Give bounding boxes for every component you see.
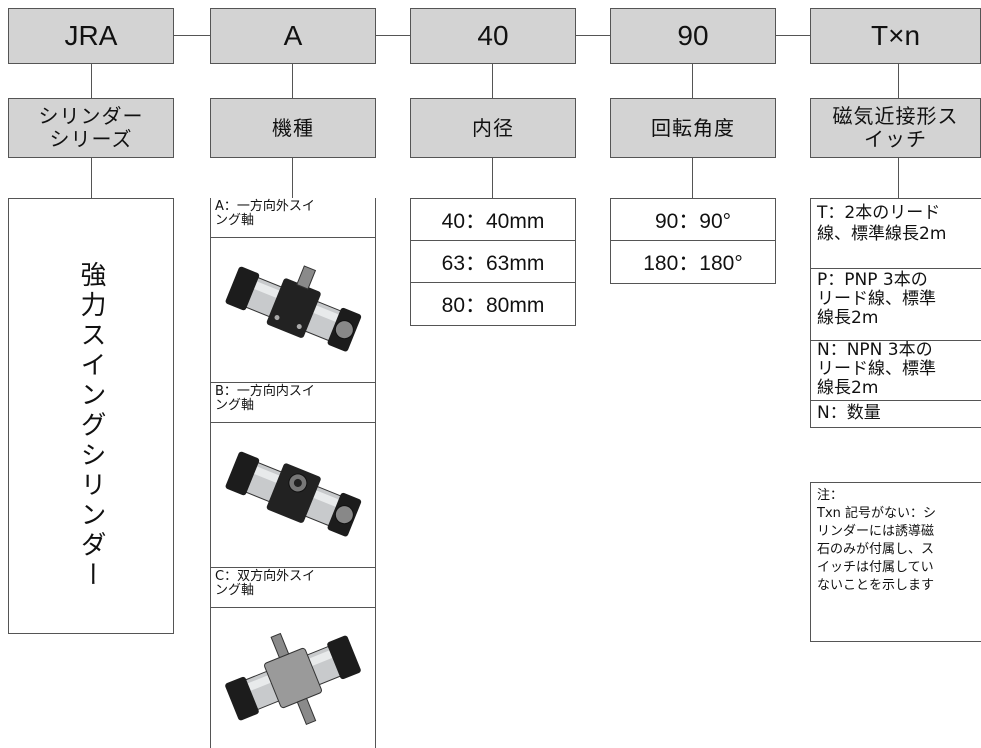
switch-note-box: 注： Txn 記号がない：シ リンダーには誘導磁 石のみが付属し、ス イッチは付…	[810, 482, 981, 642]
bore-option: 63：63mm	[411, 241, 575, 283]
angle-options: 90：90° 180：180°	[610, 198, 776, 284]
actuator-double-outer-shaft-image	[225, 632, 361, 726]
category-angle: 回転角度	[610, 98, 776, 158]
switch-option-t: T：2本のリード 線、標準線長2m	[811, 199, 981, 269]
switch-option-p: P：PNP 3本の リード線、標準 線長2m	[811, 269, 981, 341]
code-series: JRA	[8, 8, 174, 64]
angle-option: 180：180°	[643, 252, 743, 275]
connector-line	[91, 158, 92, 198]
bore-options: 40：40mm 63：63mm 80：80mm	[410, 198, 576, 326]
connector-line	[376, 35, 410, 36]
code-switch: T×n	[810, 8, 981, 64]
category-bore: 内径	[410, 98, 576, 158]
switch-option-n: N：NPN 3本の リード線、標準 線長2m	[811, 341, 981, 401]
connector-line	[776, 35, 810, 36]
model-option-c-label: C：双方向外スイ ング軸	[211, 568, 375, 608]
category-series: シリンダー シリーズ	[8, 98, 174, 158]
connector-line	[91, 64, 92, 98]
category-switch: 磁気近接形ス イッチ	[810, 98, 981, 158]
code-angle: 90	[610, 8, 776, 64]
model-option-c-image	[211, 608, 375, 748]
connector-line	[692, 158, 693, 198]
bore-option: 80：80mm	[441, 294, 545, 317]
connector-line	[174, 35, 210, 36]
bore-option: 40：40mm	[411, 199, 575, 241]
model-option-a-label: A：一方向外スイ ング軸	[211, 198, 375, 238]
connector-line	[576, 35, 610, 36]
code-bore: 40	[410, 8, 576, 64]
model-option-a-image	[211, 238, 375, 383]
switch-option-count: N：数量	[817, 403, 881, 423]
connector-line	[292, 158, 293, 198]
series-name: 強力スイングシリンダー	[76, 261, 106, 591]
switch-options: T：2本のリード 線、標準線長2m P：PNP 3本の リード線、標準 線長2m…	[810, 198, 981, 428]
category-model: 機種	[210, 98, 376, 158]
connector-line	[898, 64, 899, 98]
switch-note: 注： Txn 記号がない：シ リンダーには誘導磁 石のみが付属し、ス イッチは付…	[817, 488, 937, 593]
connector-line	[692, 64, 693, 98]
model-option-b-image	[211, 423, 375, 568]
angle-option: 90：90°	[611, 199, 775, 241]
actuator-single-outer-shaft-image	[225, 265, 362, 352]
model-list: A：一方向外スイ ング軸 B：一方向内スイ ング軸	[210, 198, 376, 748]
connector-line	[492, 64, 493, 98]
connector-line	[492, 158, 493, 198]
series-name-box: 強力スイングシリンダー	[8, 198, 174, 634]
actuator-single-inner-shaft-image	[225, 451, 362, 537]
code-model: A	[210, 8, 376, 64]
connector-line	[292, 64, 293, 98]
connector-line	[898, 158, 899, 198]
model-option-b-label: B：一方向内スイ ング軸	[211, 383, 375, 423]
